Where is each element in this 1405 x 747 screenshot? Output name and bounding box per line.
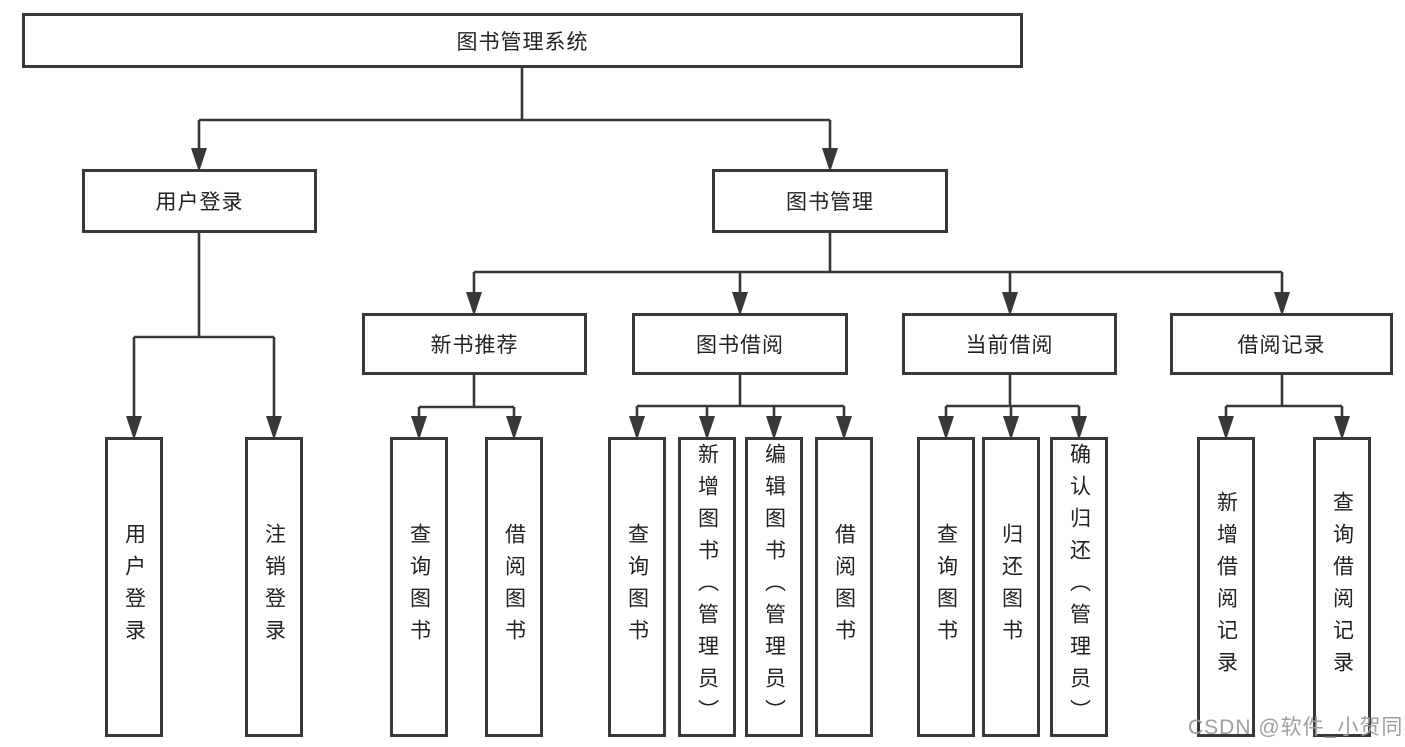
node-leaf-query-books-borrowing: 查询图书 — [608, 437, 666, 737]
watermark: CSDN @软件_小贺同学 — [1188, 716, 1405, 739]
node-book-borrowing-label: 图书借阅 — [696, 334, 784, 357]
node-borrowing-records-label: 借阅记录 — [1237, 334, 1326, 357]
node-leaf-borrow-books-borrowing-label: 借阅图书 — [832, 523, 856, 651]
arrowhead-icon — [411, 416, 427, 440]
node-leaf-query-books-recommend-label: 查询图书 — [407, 523, 431, 651]
node-leaf-borrow-books-borrowing: 借阅图书 — [815, 437, 873, 737]
arrowhead-icon — [466, 292, 482, 316]
arrowhead-icon — [822, 148, 838, 172]
node-new-book-recommend: 新书推荐 — [362, 313, 587, 375]
arrowhead-icon — [191, 148, 207, 172]
node-root-label: 图书管理系统 — [456, 30, 589, 54]
node-leaf-confirm-return-admin-label: 确认归还（管理员） — [1067, 443, 1091, 731]
node-leaf-query-books-current: 查询图书 — [917, 437, 975, 737]
arrowhead-icon — [629, 416, 645, 440]
node-leaf-return-books-label: 归还图书 — [999, 523, 1023, 651]
arrowhead-icon — [836, 416, 852, 440]
node-user-login-label: 用户登录 — [155, 191, 244, 214]
node-current-borrowing: 当前借阅 — [902, 313, 1117, 375]
node-leaf-add-books-admin: 新增图书（管理员） — [678, 437, 736, 737]
node-book-management: 图书管理 — [712, 169, 948, 233]
node-leaf-query-books-current-label: 查询图书 — [934, 523, 958, 651]
node-leaf-user-login-label: 用户登录 — [122, 523, 146, 651]
node-leaf-confirm-return-admin: 确认归还（管理员） — [1050, 437, 1108, 737]
arrowhead-icon — [1218, 416, 1234, 440]
node-leaf-add-borrow-record: 新增借阅记录 — [1197, 437, 1255, 737]
node-book-management-label: 图书管理 — [786, 191, 874, 214]
node-new-book-recommend-label: 新书推荐 — [430, 334, 519, 357]
node-root: 图书管理系统 — [22, 13, 1023, 68]
node-leaf-add-borrow-record-label: 新增借阅记录 — [1214, 491, 1238, 683]
node-leaf-logout-label: 注销登录 — [262, 523, 286, 651]
arrowhead-icon — [732, 292, 748, 316]
arrowhead-icon — [1003, 416, 1019, 440]
arrowhead-icon — [1071, 416, 1087, 440]
node-leaf-user-login: 用户登录 — [105, 437, 163, 737]
arrowhead-icon — [506, 416, 522, 440]
node-book-borrowing: 图书借阅 — [632, 313, 848, 375]
node-leaf-borrow-books-recommend: 借阅图书 — [485, 437, 543, 737]
node-leaf-return-books: 归还图书 — [982, 437, 1040, 737]
arrowhead-icon — [699, 416, 715, 440]
node-current-borrowing-label: 当前借阅 — [965, 334, 1054, 357]
node-leaf-logout: 注销登录 — [245, 437, 303, 737]
node-borrowing-records: 借阅记录 — [1170, 313, 1393, 375]
arrowhead-icon — [1002, 292, 1018, 316]
arrowhead-icon — [938, 416, 954, 440]
arrowhead-icon — [1334, 416, 1350, 440]
arrowhead-icon — [1274, 292, 1290, 316]
node-leaf-query-books-recommend: 查询图书 — [390, 437, 448, 737]
node-leaf-borrow-books-recommend-label: 借阅图书 — [502, 523, 526, 651]
node-leaf-query-borrow-record-label: 查询借阅记录 — [1330, 491, 1354, 683]
node-leaf-add-books-admin-label: 新增图书（管理员） — [695, 443, 719, 731]
node-leaf-edit-books-admin-label: 编辑图书（管理员） — [762, 443, 786, 731]
arrowhead-icon — [126, 416, 142, 440]
arrowhead-icon — [766, 416, 782, 440]
node-leaf-query-borrow-record: 查询借阅记录 — [1313, 437, 1371, 737]
node-user-login: 用户登录 — [82, 169, 317, 233]
node-leaf-query-books-borrowing-label: 查询图书 — [625, 523, 649, 651]
node-leaf-edit-books-admin: 编辑图书（管理员） — [745, 437, 803, 737]
arrowhead-icon — [266, 416, 282, 440]
